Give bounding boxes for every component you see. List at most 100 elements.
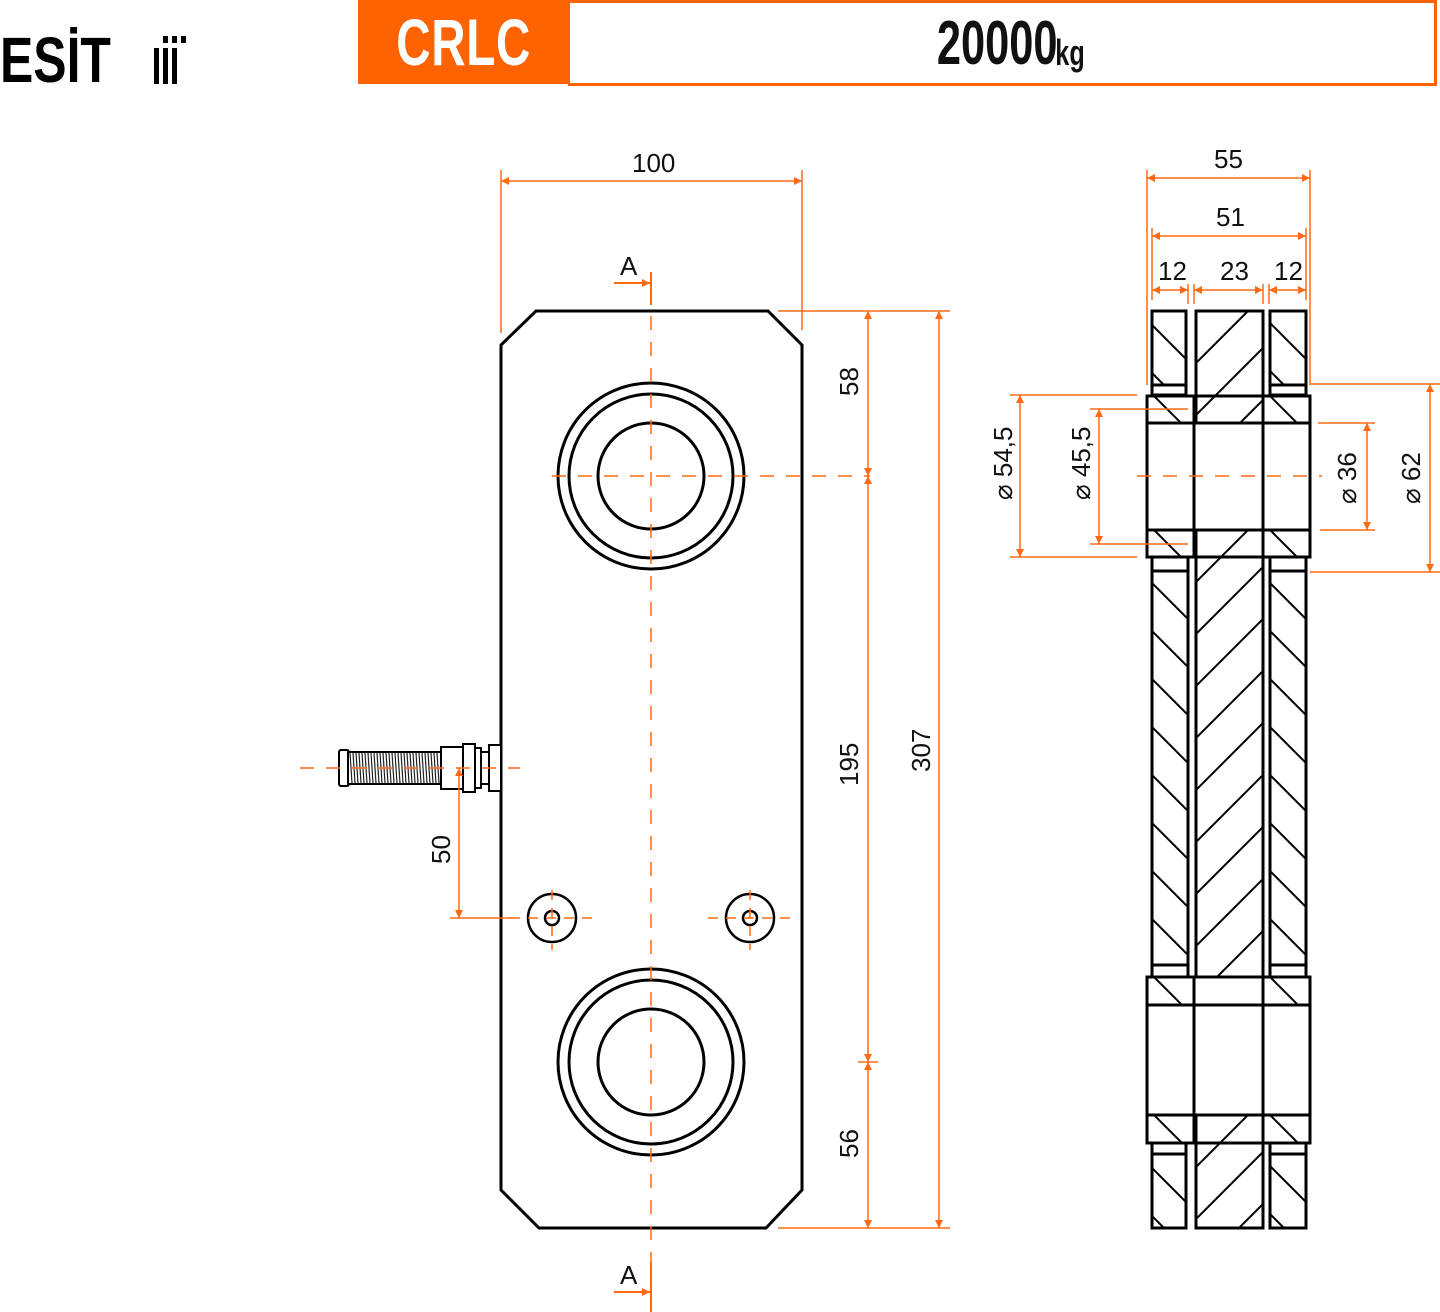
hatch-line	[1270, 774, 1306, 812]
esit-logo: ESİT	[0, 25, 186, 90]
thread-line	[400, 752, 404, 784]
section-marker-bottom: A	[614, 1260, 652, 1312]
dim-inner-width: 51	[1216, 202, 1245, 232]
section-label-bottom: A	[620, 1260, 638, 1290]
hatch-line	[1152, 726, 1188, 764]
section-label-top: A	[620, 251, 638, 281]
hatch-line	[1196, 1151, 1263, 1220]
thread-line	[391, 752, 395, 784]
thread-line	[349, 752, 353, 784]
front-dimensions	[450, 170, 950, 1229]
thread-line	[367, 752, 371, 784]
hatch-region	[1270, 311, 1306, 385]
hatch-line	[1152, 630, 1188, 668]
hatch-line	[1152, 1215, 1166, 1228]
hatch-region	[1152, 530, 1194, 557]
hatch-line	[1196, 530, 1250, 583]
dim-dia-36: ⌀ 36	[1332, 452, 1362, 504]
hatch-line	[1184, 1154, 1186, 1155]
hatch-line	[1196, 878, 1263, 947]
hatch-line	[1152, 678, 1188, 716]
hatch-line	[1152, 977, 1184, 1005]
hatch-region	[1196, 530, 1263, 1050]
thread-line	[397, 752, 401, 784]
hatch-line	[1270, 822, 1306, 860]
hatch-line	[1304, 1154, 1306, 1155]
section-plates	[1145, 309, 1312, 1230]
thread-line	[424, 752, 428, 784]
hatch-line	[1268, 1115, 1300, 1143]
hatch-line	[1196, 1115, 1198, 1116]
hatch-line	[1263, 429, 1310, 476]
hatch-region	[1268, 530, 1310, 557]
hatch-line	[1152, 324, 1186, 360]
hatch-line	[1270, 1165, 1306, 1203]
hatch-line	[1196, 1256, 1263, 1312]
hatch-line	[1270, 370, 1286, 385]
dim-hole-spacing: 195	[834, 743, 864, 786]
hatch-line	[1263, 1050, 1310, 1097]
hatch-line	[1152, 530, 1183, 557]
capacity-unit: kg	[1055, 32, 1085, 73]
thread-line	[421, 752, 425, 784]
model-name: CRLC	[396, 5, 532, 79]
load-cell-body-outline	[499, 309, 804, 1230]
dim-center-plate: 23	[1220, 256, 1249, 286]
title-block: CRLC 20000 kg	[358, 0, 1440, 86]
hatch-line	[1270, 918, 1306, 956]
hatch-line	[1196, 722, 1263, 791]
hatch-line	[1263, 1010, 1310, 1057]
hatch-line	[1304, 571, 1306, 572]
capacity-box: 20000 kg	[568, 0, 1437, 86]
hatch-line	[1152, 967, 1188, 1003]
hatch-region	[1270, 571, 1306, 1003]
hatch-line	[1270, 582, 1306, 620]
hatch-line	[1196, 347, 1263, 416]
hatch-line	[1196, 983, 1263, 1050]
hatch-region	[1196, 311, 1263, 519]
front-view: A A 100 58 195	[300, 148, 950, 1312]
hatch-line	[1270, 870, 1306, 908]
section-view: 55 51 12 23 12	[988, 144, 1440, 1312]
hatch-line	[1308, 1115, 1310, 1116]
dim-total-height: 307	[906, 729, 936, 772]
hatch-line	[1152, 372, 1166, 385]
hatch-line	[1196, 452, 1263, 519]
hatch-line	[1270, 967, 1306, 1003]
thread-line	[370, 752, 374, 784]
section-hatching	[1152, 311, 1310, 1312]
hatch-line	[1196, 618, 1263, 687]
capacity-value: 20000	[936, 8, 1058, 78]
hatch-line	[1196, 530, 1198, 531]
hatch-line	[1152, 1167, 1186, 1203]
hatch-region	[1152, 571, 1188, 1003]
thread-line	[394, 752, 398, 784]
hatch-line	[1270, 678, 1306, 716]
hatch-line	[1268, 977, 1300, 1005]
thread-line	[427, 752, 431, 784]
hatch-line	[1152, 774, 1188, 812]
dim-overall-width: 55	[1214, 144, 1243, 174]
hatch-line	[1270, 1213, 1286, 1228]
hatch-region	[1196, 1115, 1263, 1312]
logo-text: ESİT	[0, 25, 111, 90]
dim-width: 100	[632, 148, 675, 178]
hatch-region	[1270, 1154, 1306, 1228]
diameter-dimensions	[1010, 383, 1440, 573]
hatch-line	[1152, 1115, 1184, 1143]
hatch-region	[1152, 311, 1186, 385]
hatch-region	[1152, 977, 1194, 1005]
hatch-line	[1237, 1203, 1263, 1228]
hatch-line	[1215, 930, 1263, 977]
hatch-line	[1270, 322, 1306, 360]
hatch-region	[1152, 1115, 1194, 1143]
hatch-region	[1263, 396, 1310, 476]
hatch-line	[1196, 1115, 1250, 1168]
hatch-line	[1196, 826, 1263, 895]
dim-connector-offset: 50	[426, 835, 456, 864]
hatch-line	[1192, 1115, 1194, 1116]
dim-dia-54-5: ⌀ 54,5	[988, 427, 1018, 500]
hatch-line	[1152, 870, 1188, 908]
hatch-line	[1196, 311, 1250, 364]
